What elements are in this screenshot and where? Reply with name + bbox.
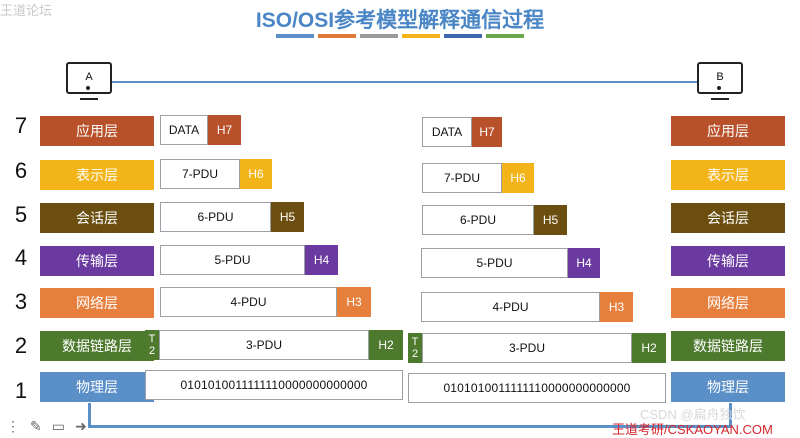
layer-number-4: 4 — [14, 245, 28, 270]
note-icon[interactable]: ▭ — [51, 418, 65, 434]
host-a-computer-icon: A — [66, 62, 112, 100]
right-l2-trailer-t: T — [411, 336, 419, 348]
left-l2-header: H2 — [369, 330, 403, 360]
title-accent-bar — [318, 34, 356, 38]
right-l6-pdu: 7-PDU — [422, 163, 502, 193]
right-l3-pdu: 4-PDU — [421, 292, 600, 322]
left-l4-header: H4 — [305, 245, 338, 275]
left-l2-pdu: 3-PDU — [159, 330, 369, 360]
right-l4-pdu: 5-PDU — [421, 248, 568, 278]
right-layer-physical: 物理层 — [671, 372, 785, 402]
left-layer-session: 会话层 — [40, 203, 154, 233]
toolbar-icons: ⋮ ✎ ▭ ➜ — [6, 418, 87, 435]
right-layer-presentation: 表示层 — [671, 160, 785, 190]
title-accent-bar — [360, 34, 398, 38]
left-l4-pdu: 5-PDU — [160, 245, 305, 275]
title-accent-bar — [486, 34, 524, 38]
right-layer-network: 网络层 — [671, 288, 785, 318]
right-layer-transport: 传输层 — [671, 246, 785, 276]
left-l3-header: H3 — [337, 287, 371, 317]
layer-number-1: 1 — [14, 378, 28, 403]
left-layer-application: 应用层 — [40, 116, 154, 146]
right-l2-trailer-2: 2 — [411, 348, 419, 360]
host-a-label: A — [85, 71, 93, 83]
left-layer-physical: 物理层 — [40, 372, 154, 402]
left-layer-data-link: 数据链路层 — [40, 331, 154, 361]
right-layer-application: 应用层 — [671, 116, 785, 146]
layer-number-7: 7 — [14, 113, 28, 138]
layer-number-3: 3 — [14, 289, 28, 314]
left-layer-presentation: 表示层 — [40, 160, 154, 190]
right-l7-header: H7 — [472, 117, 502, 147]
right-l6-header: H6 — [502, 163, 534, 193]
right-l5-header: H5 — [534, 205, 567, 235]
left-l1-bitstream: 0101010011111110000000000000 — [145, 370, 403, 400]
left-layer-network: 网络层 — [40, 288, 154, 318]
right-l2-trailer: T 2 — [408, 333, 422, 363]
left-layer-transport: 传输层 — [40, 246, 154, 276]
host-b-label: B — [716, 71, 724, 83]
right-l1-bitstream: 0101010011111110000000000000 — [408, 373, 666, 403]
right-l2-pdu: 3-PDU — [422, 333, 632, 363]
left-l7-header: H7 — [208, 115, 241, 145]
left-l2-trailer-t: T — [148, 333, 156, 345]
layer-number-2: 2 — [14, 333, 28, 358]
right-l2-header: H2 — [632, 333, 666, 363]
physical-cable-line — [88, 403, 732, 428]
right-l7-data: DATA — [422, 117, 472, 147]
title-accent-bar — [276, 34, 314, 38]
left-l7-data: DATA — [160, 115, 208, 145]
title-accent-bar — [402, 34, 440, 38]
layer-number-6: 6 — [14, 158, 28, 183]
left-l5-header: H5 — [271, 202, 304, 232]
left-l6-header: H6 — [240, 159, 272, 189]
left-l5-pdu: 6-PDU — [160, 202, 271, 232]
left-l6-pdu: 7-PDU — [160, 159, 240, 189]
right-l4-header: H4 — [568, 248, 600, 278]
watermark-csdn: CSDN @扁舟独饮 — [640, 407, 746, 422]
left-l2-trailer-2: 2 — [148, 345, 156, 357]
left-l3-pdu: 4-PDU — [160, 287, 337, 317]
right-l5-pdu: 6-PDU — [422, 205, 534, 235]
layer-number-5: 5 — [14, 202, 28, 227]
arrow-right-icon[interactable]: ➜ — [74, 418, 87, 434]
right-l3-header: H3 — [600, 292, 633, 322]
watermark-site: 王道考研/CSKAOYAN.COM — [612, 422, 773, 437]
watermark-top-left: 王道论坛 — [0, 3, 53, 18]
title-accent-bar — [444, 34, 482, 38]
left-l2-trailer: T 2 — [145, 330, 159, 360]
more-icon[interactable]: ⋮ — [6, 418, 20, 434]
page-title: ISO/OSI参考模型解释通信过程 — [255, 9, 545, 32]
right-layer-session: 会话层 — [671, 203, 785, 233]
network-link-line — [110, 81, 697, 83]
right-layer-data-link: 数据链路层 — [671, 331, 785, 361]
host-b-computer-icon: B — [697, 62, 743, 100]
pen-icon[interactable]: ✎ — [30, 418, 42, 434]
